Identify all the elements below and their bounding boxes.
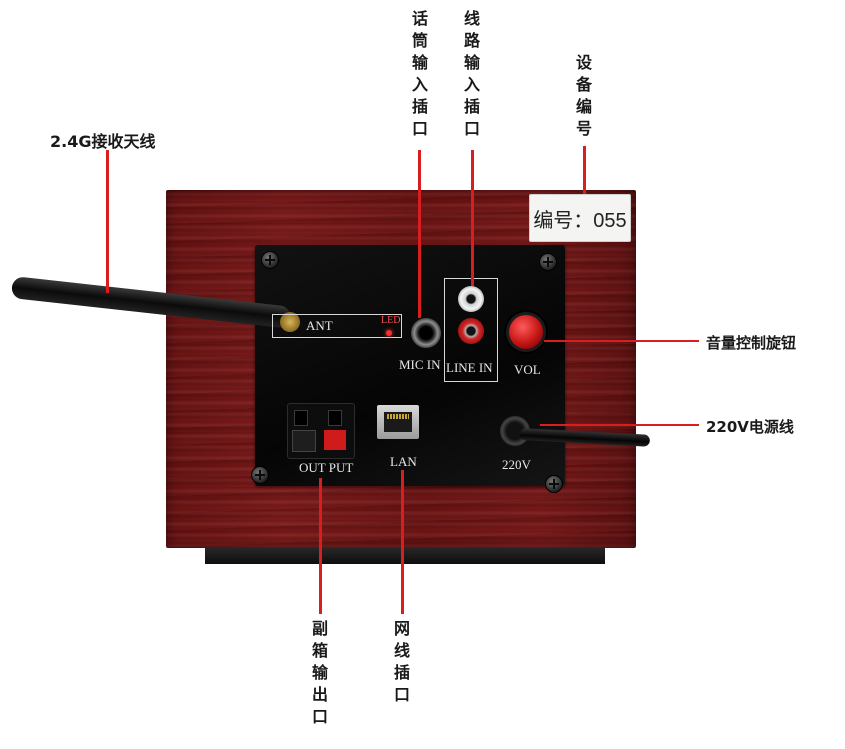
screw-bottom-left [251,466,269,484]
leader-antenna [106,150,109,293]
volume-knob [509,315,543,349]
device-number-sticker: 编号：055 [529,194,631,242]
callout-power-cable: 220V电源线 [706,418,794,436]
antenna-connector [280,312,300,332]
screw-top-right [539,253,557,271]
screw-top-left [261,251,279,269]
callout-sub-output: 副箱输出口 [311,619,328,726]
speaker-output-terminal [287,403,355,459]
device-base [205,546,605,564]
leader-line-input [471,150,474,286]
leader-device-number [583,146,586,194]
ant-led-frame [272,314,402,338]
device-number-text: 编号：055 [533,209,627,232]
output-label: OUT PUT [299,460,354,475]
terminal-hole-left [294,410,308,426]
terminal-red-clip [324,430,346,450]
callout-line-input: 线路输入插口 [463,9,480,138]
leader-sub-output [319,478,322,614]
terminal-black-clip [292,430,316,452]
leader-power-cable [540,424,699,426]
mic-in-jack [411,318,441,348]
line-in-white-rca [458,286,484,312]
lan-label: LAN [390,454,417,469]
lan-port [377,405,419,439]
terminal-hole-right [328,410,342,426]
mic-in-label: MIC IN [399,357,441,372]
leader-lan-port [401,470,404,614]
callout-device-number: 设备编号 [575,53,592,138]
led-indicator [386,330,392,336]
leader-mic-input [418,150,421,318]
leader-volume-knob [544,340,699,342]
callout-mic-input: 话筒输入插口 [411,9,428,138]
line-in-label: LINE IN [446,360,493,375]
ant-label: ANT [306,318,333,333]
line-in-red-rca [458,318,484,344]
led-label: LED [381,315,401,326]
callout-lan-port: 网线插口 [393,619,410,704]
screw-bottom-right [545,475,563,493]
vol-label: VOL [514,362,541,377]
callout-volume-knob: 音量控制旋钮 [706,334,797,352]
callout-antenna: 2.4G接收天线 [50,132,156,151]
lan-port-pins [387,414,409,419]
power-label: 220V [502,457,531,472]
